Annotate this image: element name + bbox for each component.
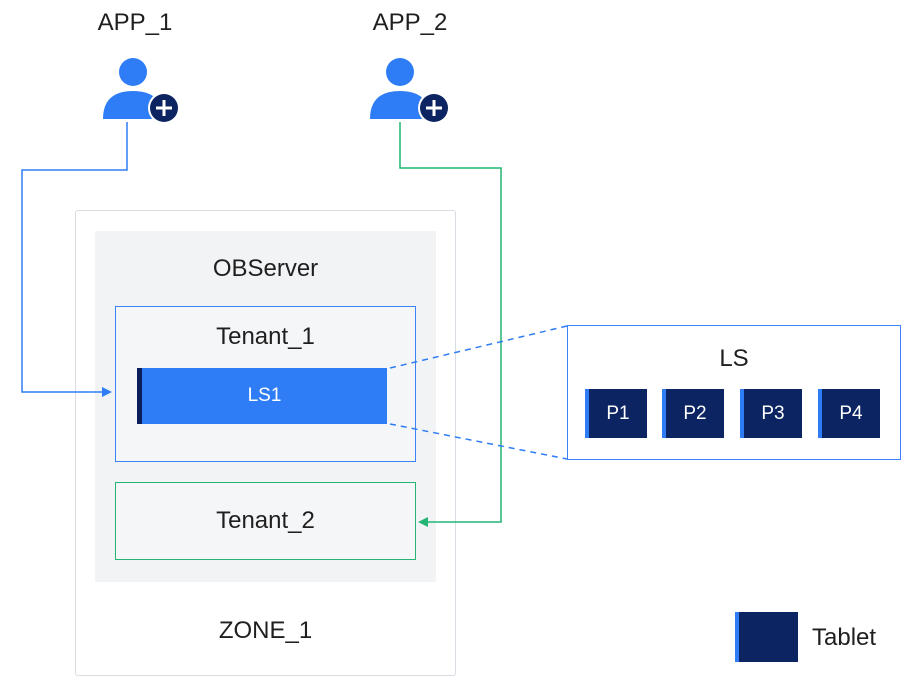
legend-tablet-label: Tablet [812,624,877,651]
partition-p1: P1 [585,389,647,438]
partition-label: P4 [839,402,863,424]
user-add-icon [370,58,450,124]
tenant2-label: Tenant_2 [216,507,315,534]
tenant2-box [115,482,416,560]
partition-p4: P4 [818,389,880,438]
ls1-label: LS1 [247,385,282,406]
app2-label: APP_2 [372,9,448,36]
ls1-block: LS1 [137,368,387,424]
app1-label: APP_1 [97,9,173,36]
zone-label: ZONE_1 [218,617,313,644]
partition-p3: P3 [740,389,802,438]
observer-label: OBServer [212,255,319,282]
legend-tablet-swatch [735,612,798,662]
ls-detail-label: LS [719,345,749,372]
user-add-icon [103,58,180,124]
partition-label: P1 [606,402,630,424]
partition-label: P3 [761,402,785,424]
partition-p2: P2 [662,389,724,438]
tenant1-label: Tenant_1 [216,323,315,350]
partition-label: P2 [683,402,707,424]
